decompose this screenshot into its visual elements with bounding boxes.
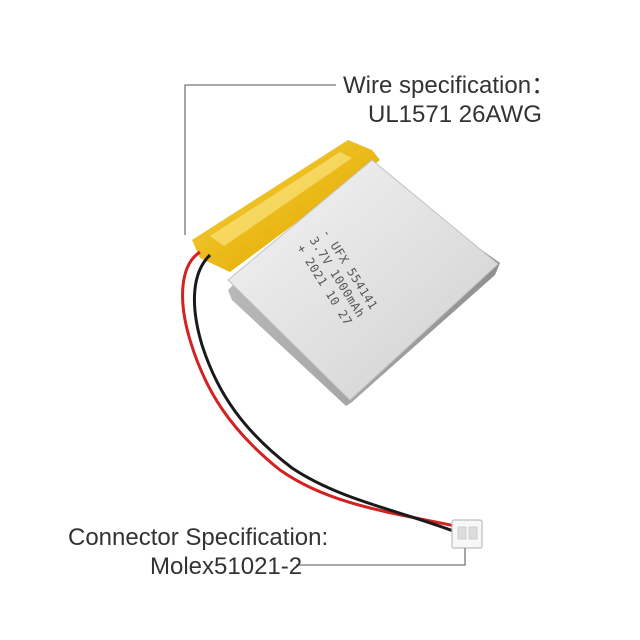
battery-cell-face bbox=[227, 159, 499, 401]
battery-tape bbox=[192, 140, 380, 272]
black-wire bbox=[192, 253, 457, 534]
wire-spec-value: UL1571 26AWG bbox=[368, 101, 542, 128]
wire-spec-leader-line bbox=[184, 84, 336, 235]
battery-tape-highlight bbox=[210, 152, 352, 246]
connector-spec-title: Connector Specification: bbox=[68, 524, 329, 551]
connector-spec-leader-line bbox=[296, 548, 466, 566]
connector bbox=[451, 519, 483, 549]
wire-spec-title: Wire specification： bbox=[343, 72, 556, 99]
red-wire bbox=[181, 250, 456, 528]
connector-spec-value: Molex51021-2 bbox=[150, 553, 303, 580]
